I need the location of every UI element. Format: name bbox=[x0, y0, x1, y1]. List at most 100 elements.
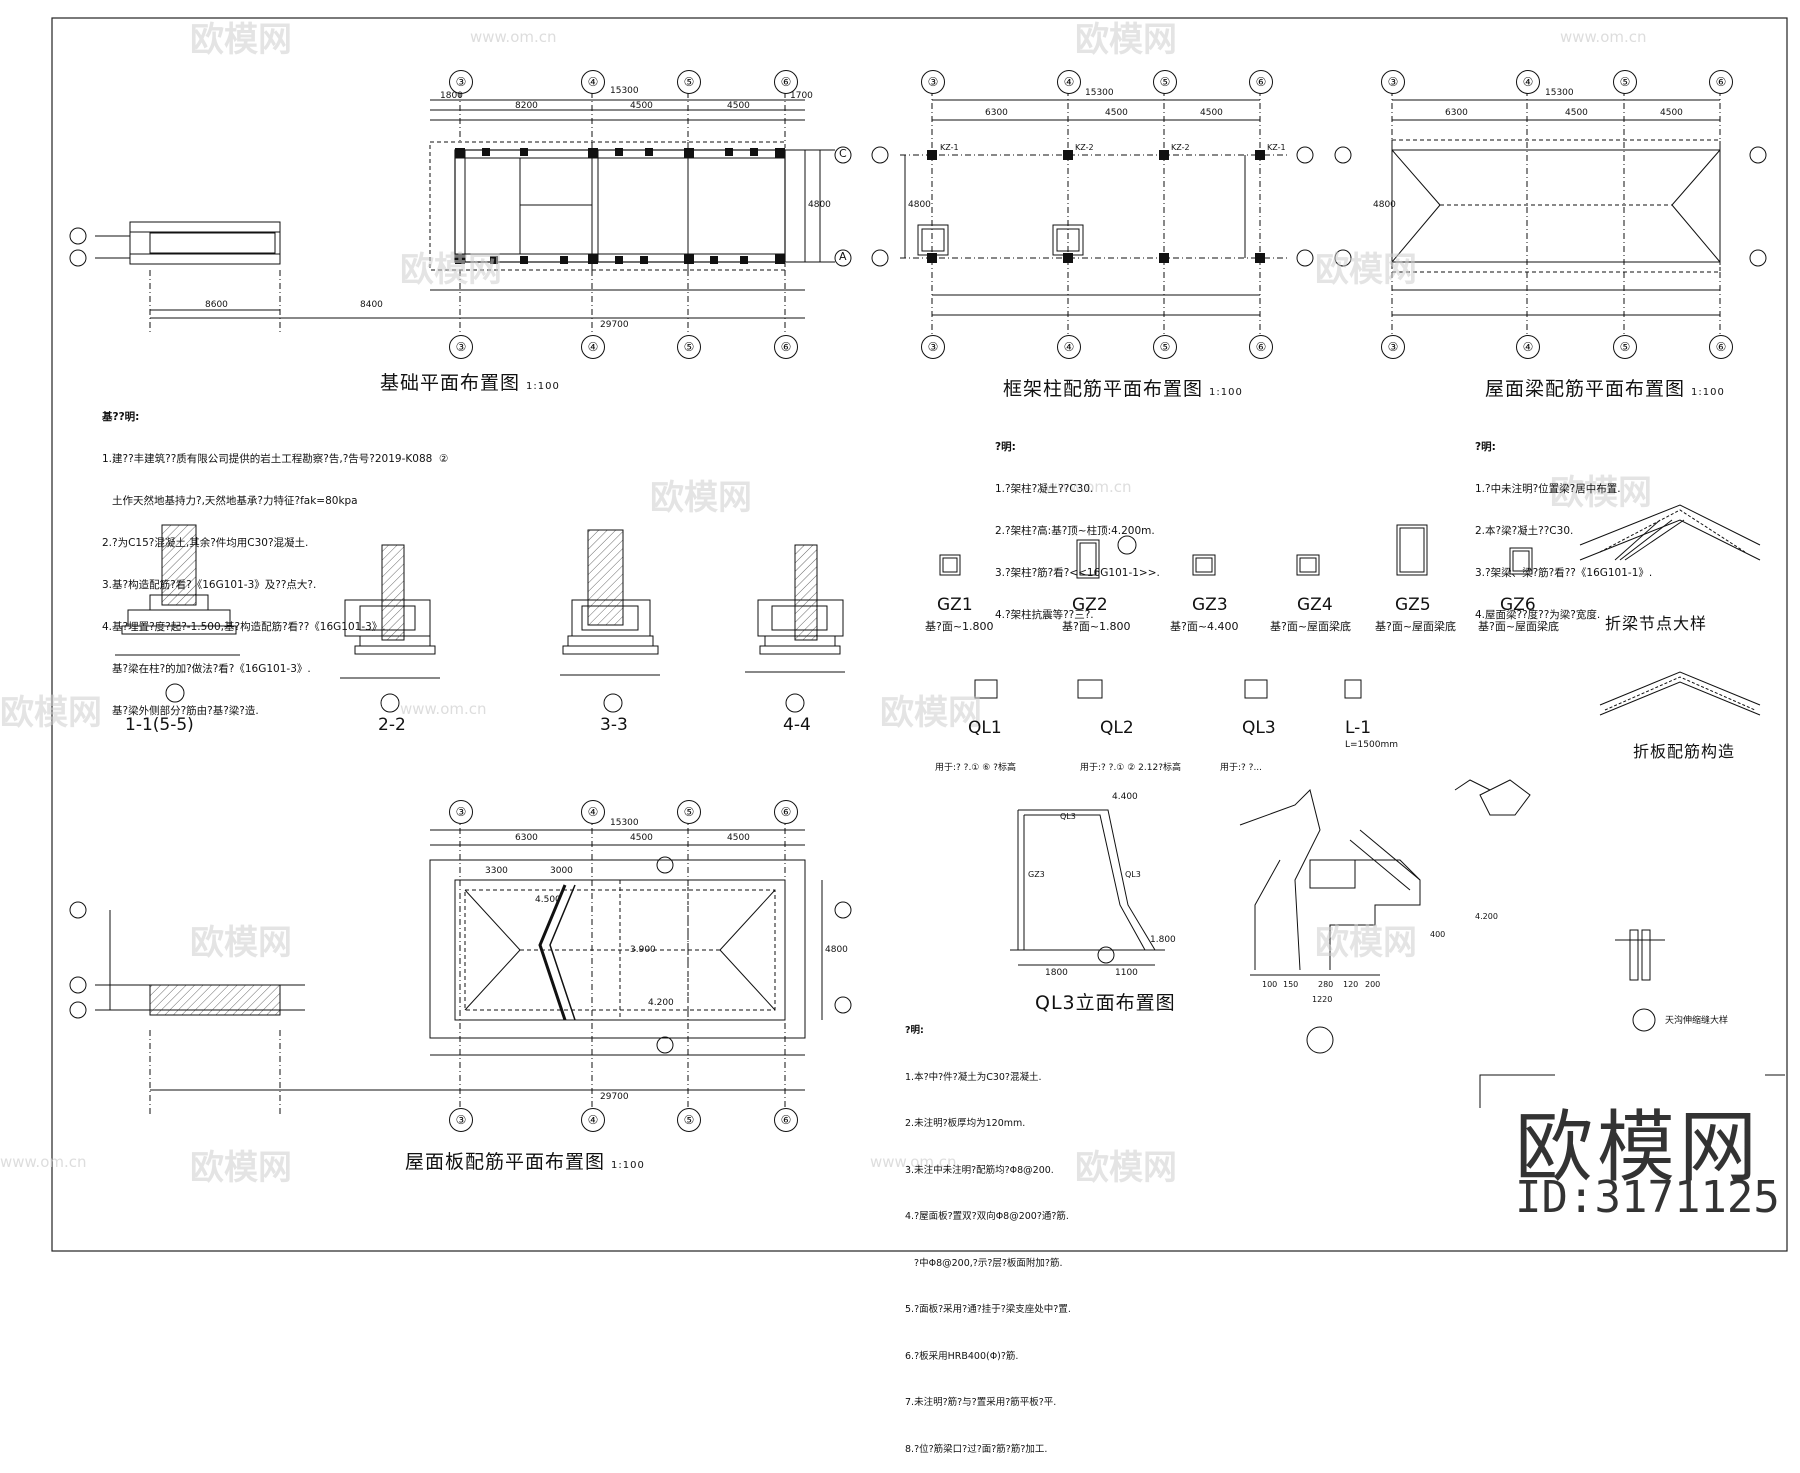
dim: 100 bbox=[1262, 980, 1278, 989]
ql-name: QL3 bbox=[1242, 718, 1276, 738]
note-line: 2.?为C15?混凝土,其余?件均用C30?混凝土. bbox=[102, 537, 309, 549]
notes-heading: 基??明: bbox=[102, 411, 140, 423]
dim: 400 bbox=[1430, 930, 1446, 939]
axis-label: A bbox=[839, 250, 847, 263]
axis-bubble: ③ bbox=[449, 1108, 473, 1132]
watermark-url: www.om.cn bbox=[1045, 478, 1132, 496]
member-tag: QL3 bbox=[1060, 812, 1076, 821]
note-line: 7.未注明?筋?与?置采用?筋平板?平. bbox=[905, 1397, 1057, 1408]
ql-note: 用于:? ?... bbox=[1220, 763, 1263, 773]
dim: 6300 bbox=[515, 833, 538, 843]
watermark-text: 欧模网 bbox=[1075, 20, 1177, 60]
axis-bubble: ⑤ bbox=[1153, 335, 1177, 359]
axis-bubble: ⑥ bbox=[774, 800, 798, 824]
note-line: 3.基?构造配筋?看?《16G101-3》及??点大?. bbox=[102, 579, 317, 591]
dim: 1800 bbox=[1045, 968, 1068, 978]
note-line: 2.?架柱?高:基?顶~柱顶:4.200m. bbox=[995, 525, 1155, 537]
axis-bubble: ⑤ bbox=[677, 70, 701, 94]
gz-name: GZ3 bbox=[1192, 595, 1228, 615]
notes-heading: ?明: bbox=[905, 1025, 924, 1036]
watermark-text: 欧模网 bbox=[400, 250, 502, 290]
gz-range: 基?面~屋面梁底 bbox=[1478, 620, 1560, 633]
dim: 4800 bbox=[825, 945, 848, 955]
column-tag: KZ-2 bbox=[1075, 143, 1094, 152]
ql-note: L=1500mm bbox=[1345, 740, 1398, 750]
gz-ql-details bbox=[939, 504, 1761, 716]
axis-bubble: ③ bbox=[921, 70, 945, 94]
note-line: 5.?面板?采用?通?挂于?梁支座处中?置. bbox=[905, 1304, 1071, 1315]
frame-column-plan bbox=[871, 90, 1314, 335]
detail-1 bbox=[1239, 779, 1665, 1054]
gz-name: GZ6 bbox=[1500, 595, 1536, 615]
title-fold-beam: 折梁节点大样 bbox=[1605, 614, 1708, 633]
dim: 6300 bbox=[1445, 108, 1468, 118]
dim: 4500 bbox=[727, 833, 750, 843]
watermark-text: 欧模网 bbox=[650, 478, 752, 518]
note-line: 基?梁外侧部分?筋由?基?梁?造. bbox=[102, 705, 259, 717]
dim: 120 bbox=[1343, 980, 1359, 989]
ql-name: L-1 bbox=[1345, 718, 1372, 738]
notes-heading: ?明: bbox=[995, 441, 1016, 453]
dim: 280 bbox=[1318, 980, 1334, 989]
foundation-sections bbox=[115, 524, 845, 713]
dim: 4500 bbox=[727, 101, 750, 111]
watermark-url: www.om.cn bbox=[470, 28, 557, 46]
axis-bubble: ⑥ bbox=[1709, 70, 1733, 94]
dim: 8400 bbox=[360, 300, 383, 310]
watermark-text: 欧模网 bbox=[1550, 473, 1652, 513]
axis-bubble: ⑤ bbox=[677, 335, 701, 359]
watermark-url: www.om.cn bbox=[400, 700, 487, 718]
axis-bubble: ③ bbox=[1381, 70, 1405, 94]
detail2-caption: 天沟伸缩缝大样 bbox=[1665, 1016, 1729, 1026]
note-line: 4.屋面梁??度??为梁?宽度. bbox=[1475, 609, 1601, 621]
watermark-text: 欧模网 bbox=[0, 693, 102, 733]
member-tag: GZ3 bbox=[1028, 870, 1045, 879]
dim: 15300 bbox=[1545, 88, 1574, 98]
note-line: 6.?板采用HRB400(Φ)?筋. bbox=[905, 1350, 1019, 1362]
section-label: 4-4 bbox=[783, 715, 811, 735]
dim: 8200 bbox=[515, 101, 538, 111]
member-tag: QL3 bbox=[1125, 870, 1141, 879]
axis-bubble: ⑤ bbox=[677, 800, 701, 824]
note-line: 3.未注中未注明?配筋均?Φ8@200. bbox=[905, 1164, 1054, 1176]
note-line: 土作天然地基持力?,天然地基承?力特征?fak=80kpa bbox=[102, 495, 358, 507]
watermark-text: 欧模网 bbox=[1315, 250, 1417, 290]
dim: 4800 bbox=[908, 200, 931, 210]
column-tag: KZ-2 bbox=[1171, 143, 1190, 152]
dim: 3000 bbox=[550, 866, 573, 876]
axis-bubble: ④ bbox=[1057, 335, 1081, 359]
axis-bubble: ⑥ bbox=[774, 1108, 798, 1132]
brand-logo: 欧模网 bbox=[1515, 1103, 1762, 1193]
axis-bubble: ③ bbox=[449, 800, 473, 824]
gz-name: GZ2 bbox=[1072, 595, 1108, 615]
dim: 29700 bbox=[600, 320, 629, 330]
note-line: 1.本?中?件?凝土为C30?混凝土. bbox=[905, 1071, 1042, 1083]
dim: 4500 bbox=[1200, 108, 1223, 118]
axis-bubble: ③ bbox=[921, 335, 945, 359]
roof-slab-plan bbox=[69, 815, 852, 1115]
dim: 15300 bbox=[1085, 88, 1114, 98]
notes-roof: ?明: 1.?中未注明?位置梁?居中布置. 2.本?梁?凝土??C30. 3.?… bbox=[1475, 412, 1652, 636]
note-line: 8.?位?筋梁口?过?面?筋?筋?加工. bbox=[905, 1443, 1048, 1455]
dim: 4500 bbox=[630, 101, 653, 111]
axis-bubble: ④ bbox=[581, 335, 605, 359]
note-line: 2.本?梁?凝土??C30. bbox=[1475, 525, 1574, 537]
axis-bubble: ④ bbox=[1516, 335, 1540, 359]
notes-frame: ?明: 1.?架柱?凝土??C30. 2.?架柱?高:基?顶~柱顶:4.200m… bbox=[995, 412, 1160, 636]
dim: 1700 bbox=[790, 91, 813, 101]
level: 4.200 bbox=[1475, 912, 1498, 921]
notes-heading: ?明: bbox=[1475, 441, 1496, 453]
dim: 4500 bbox=[1565, 108, 1588, 118]
gz-range: 基?面~1.800 bbox=[925, 620, 994, 633]
watermark-url: www.om.cn bbox=[1560, 28, 1647, 46]
note-line: 1.?架柱?凝土??C30. bbox=[995, 483, 1094, 495]
watermark-text: 欧模网 bbox=[190, 923, 292, 963]
ql-note: 用于:? ?.① ② 2.12?标高 bbox=[1080, 763, 1181, 773]
dim: 15300 bbox=[610, 86, 639, 96]
axis-bubble: ⑤ bbox=[1613, 335, 1637, 359]
dim: 4800 bbox=[808, 200, 831, 210]
dim: 4500 bbox=[1660, 108, 1683, 118]
